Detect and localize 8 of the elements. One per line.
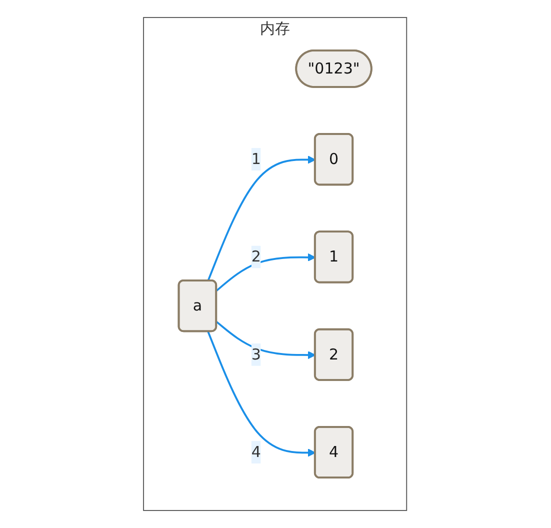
edge-label: 1 xyxy=(252,150,262,168)
arrow xyxy=(208,156,316,282)
arrow xyxy=(216,321,316,360)
edge-label: 4 xyxy=(252,442,262,461)
edge-label: 3 xyxy=(252,345,262,364)
edge-label: 2 xyxy=(252,248,262,266)
arrow xyxy=(216,253,316,292)
arrow xyxy=(208,331,316,457)
